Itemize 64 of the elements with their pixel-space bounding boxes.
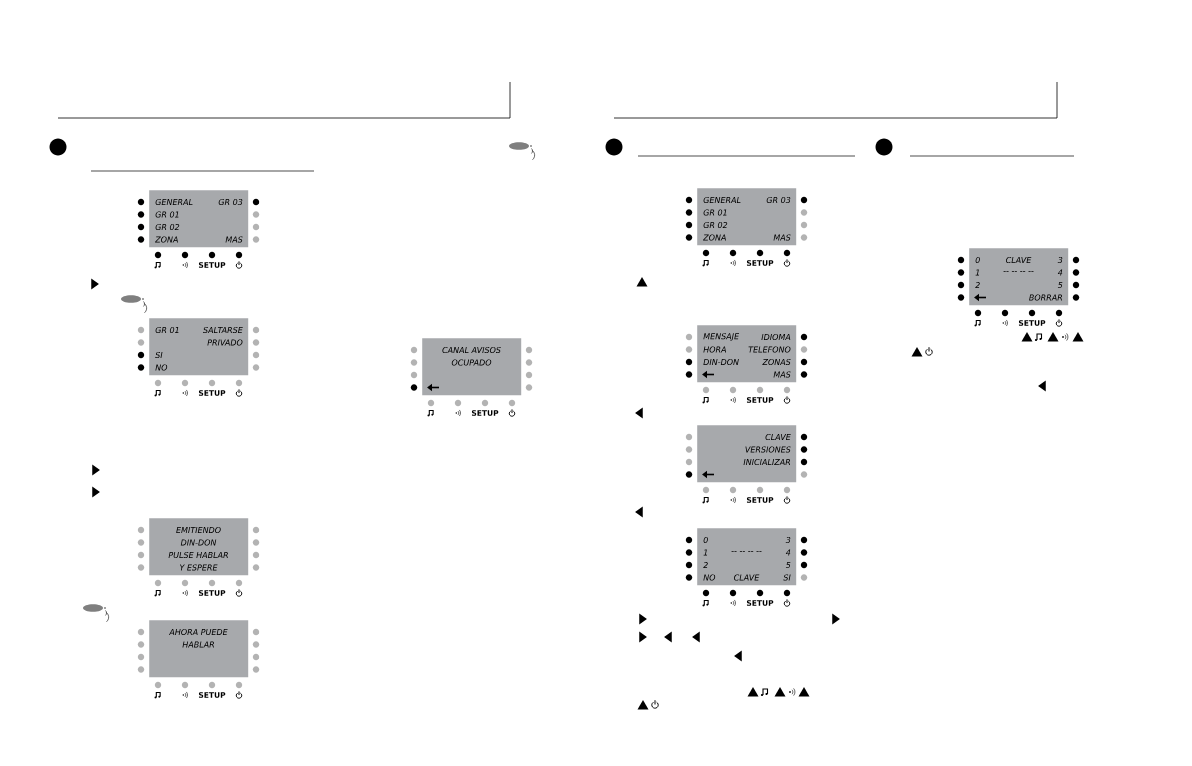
screen-text: MAS [773, 371, 791, 378]
lcd-screen [149, 190, 249, 248]
screen-text: ZONAS [762, 358, 791, 365]
screen-text: ZONA [155, 236, 178, 243]
screen-text: IDIOMA [761, 333, 791, 340]
lcd-screen [422, 338, 522, 396]
lcd-screen [697, 325, 797, 383]
screen-text: 4 [1057, 269, 1063, 276]
screen-text: GENERAL [155, 198, 193, 205]
screen-text: AHORA PUEDE [168, 628, 228, 635]
screen-text: -- -- -- -- [731, 551, 762, 552]
screen-text: 4 [785, 549, 791, 556]
screen-text: 0 [975, 256, 980, 263]
screen-text: 5 [1057, 282, 1063, 288]
screen-text: MAS [225, 236, 243, 243]
screen-text: 1 [703, 549, 708, 556]
screen-text: GR 03 [766, 196, 791, 203]
screen-text: GR 03 [218, 198, 243, 205]
screen-text: CANAL AVISOS [442, 346, 501, 353]
screen-text: DIN-DON [180, 539, 217, 546]
screen-text: GR 02 [155, 223, 180, 230]
screen-text: DIN-DON [703, 358, 739, 365]
screen-text: HORA [703, 346, 726, 353]
lcd-screen [149, 318, 249, 376]
lcd-screen [149, 620, 249, 678]
screen-text: CLAVE [765, 433, 791, 440]
screen-text: ZONA [703, 234, 726, 241]
screen-text: NO [155, 364, 168, 371]
screen-text: EMITIENDO [176, 526, 221, 533]
lcd-screen [697, 528, 797, 586]
screen-text: HABLAR [182, 641, 214, 648]
lcd-screen [697, 425, 797, 483]
screen-text: MENSAJE [703, 333, 740, 341]
screen-text: 5 [785, 562, 791, 568]
screen-text: VERSIONES [745, 446, 791, 453]
screen-text: CLAVE [734, 574, 760, 581]
screen-text: SI [155, 351, 163, 358]
screen-text: SALTARSE [203, 326, 243, 333]
screen-text: GR 01 [155, 211, 179, 218]
screen-text: TELEFONO [748, 346, 791, 353]
screen-text: 3 [785, 536, 791, 543]
screen-text: BORRAR [1029, 294, 1063, 301]
lcd-screen [697, 188, 797, 246]
screen-text: -- -- -- -- [1003, 271, 1034, 272]
screen-text: CLAVE [1006, 256, 1032, 263]
screen-text: 3 [1057, 256, 1063, 263]
screen-text: OCUPADO [451, 359, 492, 366]
screen-text: GR 01 [155, 326, 179, 333]
screen-text: 2 [975, 282, 980, 288]
screen-text: GENERAL [703, 196, 741, 203]
screen-text: Y ESPERE [180, 564, 218, 571]
screen-text: 0 [703, 536, 708, 543]
lcd-screen [149, 518, 249, 576]
lcd-screen [969, 248, 1069, 306]
screen-text: MAS [773, 234, 791, 241]
screen-text: PULSE HABLAR [168, 551, 228, 558]
screen-text: PRIVADO [207, 339, 243, 346]
screen-text: SI [783, 574, 791, 581]
screen-text: NO [703, 574, 716, 581]
screen-text: INICIALIZAR [743, 458, 791, 465]
screen-text: 1 [975, 269, 980, 276]
screen-text: GR 02 [703, 221, 728, 228]
screen-text: GR 01 [703, 209, 727, 216]
screen-text: 2 [703, 562, 708, 568]
